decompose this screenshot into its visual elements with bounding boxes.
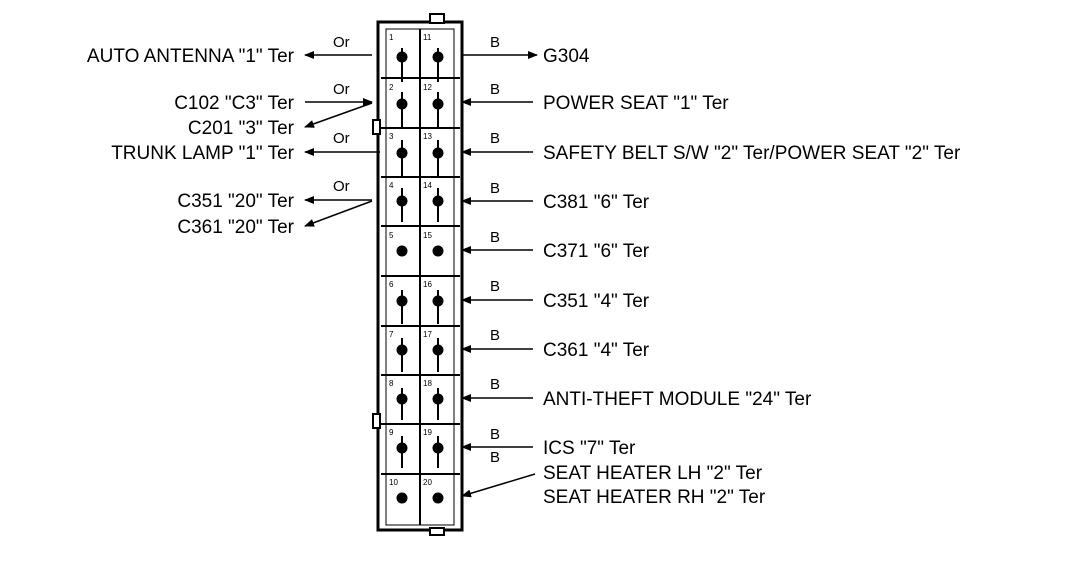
terminal-label-c351-4: C351 "4" Ter [543,291,650,312]
wire-color-label: Or [333,34,350,51]
pin-number: 18 [423,379,432,388]
pin-number: 19 [423,428,432,437]
right-terminal-labels: G304 POWER SEAT "1" Ter SAFETY BELT S/W … [543,46,961,508]
terminal-label-anti-theft: ANTI-THEFT MODULE "24" Ter [543,389,812,410]
pin-number: 16 [423,280,432,289]
terminal-label-c361-20: C361 "20" Ter [177,217,294,238]
pin-contacts [396,48,444,504]
pin-number: 4 [389,181,394,190]
terminal-label-c351-20: C351 "20" Ter [177,191,294,212]
wire-color-label: Or [333,130,350,147]
wire-color-label: B [490,81,500,98]
terminal-label-seat-heater-rh: SEAT HEATER RH "2" Ter [543,487,766,508]
left-wire-colors: Or Or Or Or [333,34,350,195]
pin-number: 8 [389,379,394,388]
pin-number: 11 [423,33,432,42]
right-wires [461,51,538,498]
pin-number: 10 [389,478,398,487]
terminal-label-c201: C201 "3" Ter [188,118,295,139]
terminal-label-c102: C102 "C3" Ter [174,93,294,114]
terminal-label-auto-antenna: AUTO ANTENNA "1" Ter [87,46,295,67]
terminal-label-g304: G304 [543,46,590,67]
wire-color-label: B [490,327,500,344]
terminal-label-safety-belt: SAFETY BELT S/W "2" Ter/POWER SEAT "2" T… [543,143,961,164]
right-wire-colors: B B B B B B B B B B [490,34,500,466]
pin-number: 12 [423,83,432,92]
terminal-label-seat-heater-lh: SEAT HEATER LH "2" Ter [543,463,763,484]
pin-number: 3 [389,132,394,141]
terminal-label-c371: C371 "6" Ter [543,241,650,262]
left-wires [304,51,380,227]
wire-color-label: B [490,449,500,466]
terminal-label-trunk-lamp: TRUNK LAMP "1" Ter [111,143,294,164]
left-terminal-labels: AUTO ANTENNA "1" Ter C102 "C3" Ter C201 … [87,46,295,238]
wire-color-label: B [490,376,500,393]
pin-number-group: 1 2 3 4 5 6 7 8 9 10 11 12 13 14 15 16 1… [389,33,432,487]
wire-color-label: B [490,426,500,443]
wire-color-label: B [490,34,500,51]
pin-number: 1 [389,33,394,42]
terminal-label-c381: C381 "6" Ter [543,192,650,213]
pin-number: 9 [389,428,394,437]
pin-number: 14 [423,181,432,190]
wire-color-label: B [490,229,500,246]
pin-number: 17 [423,330,432,339]
pin-number: 13 [423,132,432,141]
wire-color-label: Or [333,178,350,195]
terminal-label-power-seat-1: POWER SEAT "1" Ter [543,93,729,114]
wire-color-label: B [490,278,500,295]
terminal-label-ics: ICS "7" Ter [543,438,636,459]
wire-color-label: B [490,130,500,147]
pin-number: 7 [389,330,394,339]
pin-number: 20 [423,478,432,487]
pin-number: 5 [389,231,394,240]
pin-number: 6 [389,280,394,289]
wire-color-label: Or [333,81,350,98]
pin-number: 2 [389,83,394,92]
wire-color-label: B [490,180,500,197]
pin-number: 15 [423,231,432,240]
connector-body [376,20,464,532]
connector-latch [372,13,445,536]
terminal-label-c361-4: C361 "4" Ter [543,340,650,361]
